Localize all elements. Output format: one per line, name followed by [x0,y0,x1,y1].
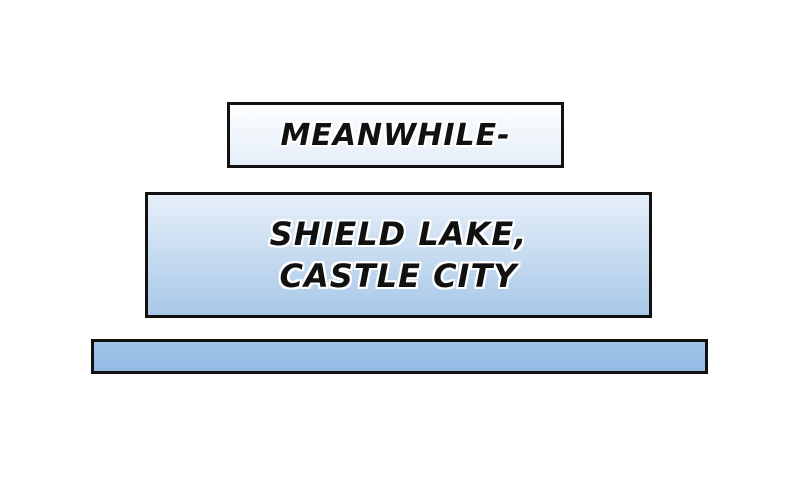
caption-text-location: SHIELD LAKE, CASTLE CITY [270,213,528,297]
caption-box-location: SHIELD LAKE, CASTLE CITY [145,192,652,318]
empty-caption-bar [91,339,708,374]
location-line-1: SHIELD LAKE, [269,215,528,253]
caption-box-meanwhile: MEANWHILE- [227,102,564,168]
location-line-2: CASTLE CITY [279,257,518,295]
caption-text-meanwhile: MEANWHILE- [280,117,511,153]
